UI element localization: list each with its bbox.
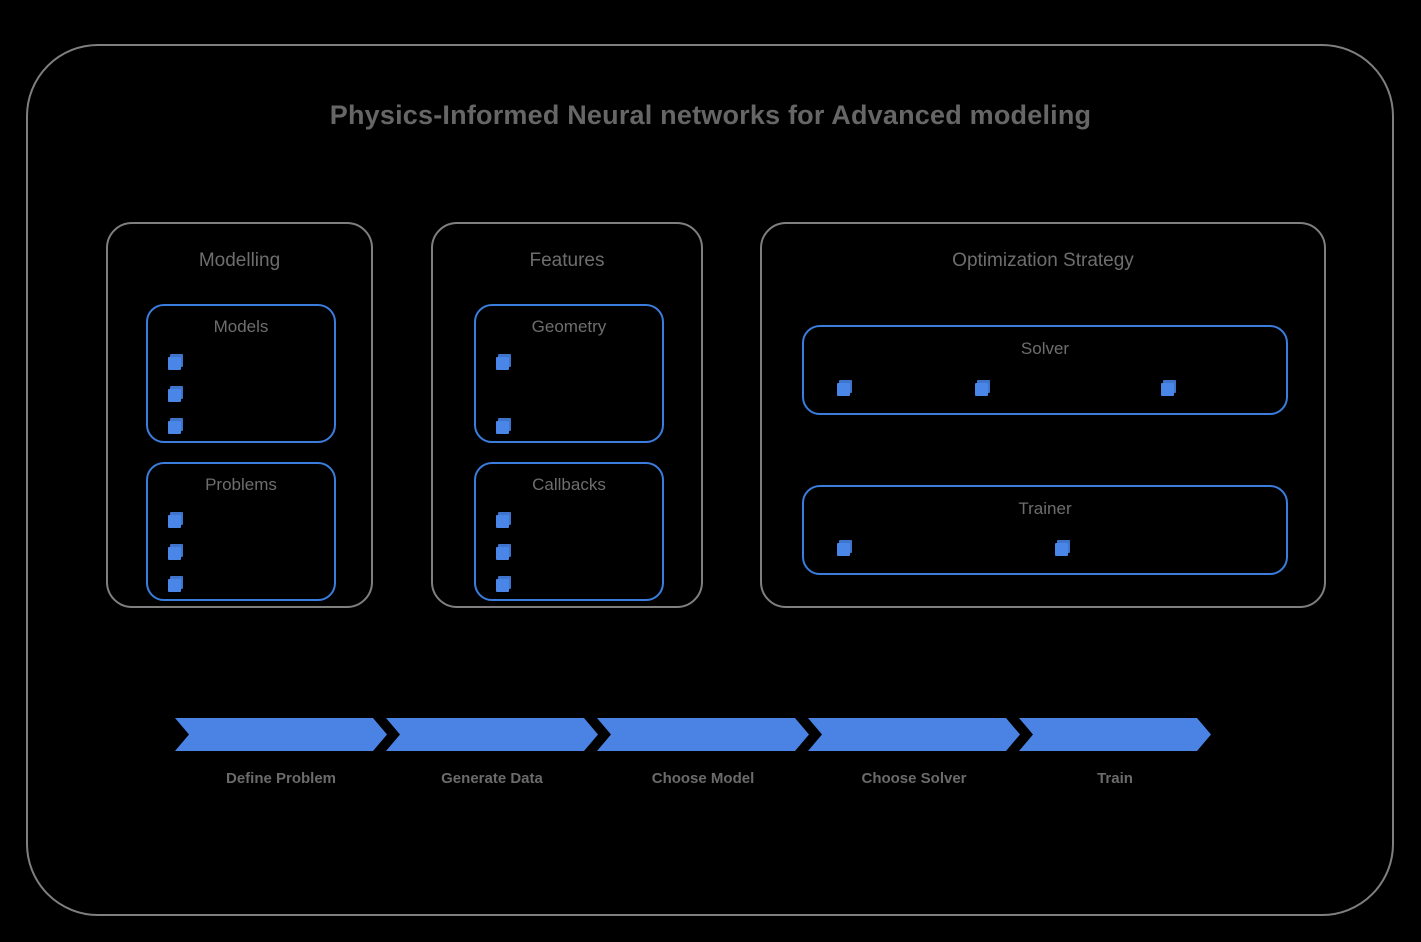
group-title-modelling: Modelling	[198, 250, 281, 271]
outer-frame	[26, 44, 1394, 916]
pipeline-arrow-choose-model[interactable]	[597, 718, 809, 751]
blue-box-geometry[interactable]: Geometry	[474, 304, 664, 443]
blue-box-title-models: Models	[213, 317, 269, 336]
blue-box-title-trainer: Trainer	[1018, 499, 1072, 518]
group-panel-features: Features Geometry Callbacks	[431, 222, 703, 608]
group-title-optimization-strategy: Optimization Strategy	[952, 250, 1134, 271]
group-panel-optimization-strategy: Optimization Strategy Solver Trainer	[760, 222, 1326, 608]
pipeline-label-choose-model: Choose Model	[651, 770, 755, 787]
pipeline-arrow-generate-data[interactable]	[386, 718, 598, 751]
blue-box-problems[interactable]: Problems	[146, 462, 336, 601]
pipeline-label-train: Train	[1097, 770, 1133, 787]
blue-box-title-problems: Problems	[205, 475, 277, 494]
page-title: Physics-Informed Neural networks for Adv…	[329, 100, 1092, 130]
group-panel-modelling: Modelling Models Problems	[106, 222, 373, 608]
pipeline-arrow-choose-solver[interactable]	[808, 718, 1020, 751]
blue-box-title-solver: Solver	[1020, 339, 1070, 358]
blue-box-trainer[interactable]: Trainer	[802, 485, 1288, 575]
blue-box-title-geometry: Geometry	[531, 317, 607, 336]
blue-box-solver[interactable]: Solver	[802, 325, 1288, 415]
group-title-features: Features	[529, 250, 605, 271]
pipeline-arrow-train[interactable]	[1019, 718, 1211, 751]
pipeline-label-define-problem: Define Problem	[225, 770, 337, 787]
pipeline-arrow-define-problem[interactable]	[175, 718, 387, 751]
blue-box-models[interactable]: Models	[146, 304, 336, 443]
pipeline-label-choose-solver: Choose Solver	[861, 770, 967, 787]
blue-box-title-callbacks: Callbacks	[532, 475, 606, 494]
pipeline-label-generate-data: Generate Data	[441, 770, 543, 787]
blue-box-callbacks[interactable]: Callbacks	[474, 462, 664, 601]
pipeline: Define Problem Generate Data Choose Mode…	[0, 700, 1421, 810]
